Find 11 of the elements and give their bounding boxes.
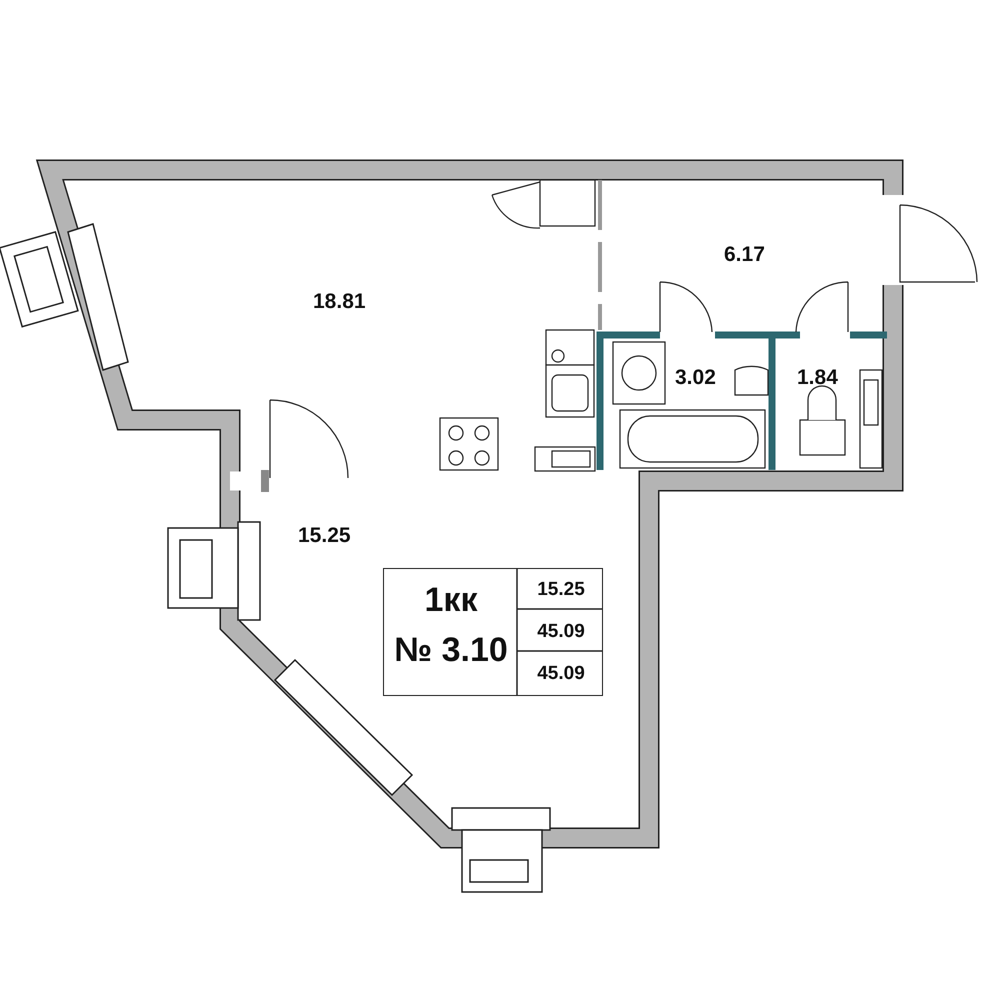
room-area-label: 6.17 bbox=[724, 243, 765, 267]
room-area-label: 3.02 bbox=[675, 366, 716, 390]
area-value: 15.25 bbox=[536, 579, 586, 601]
room-area-label: 15.25 bbox=[298, 524, 351, 548]
apartment-type: 1кк bbox=[424, 581, 478, 620]
room-area-label: 18.81 bbox=[313, 290, 366, 314]
apartment-info-table bbox=[383, 568, 603, 696]
apartment-number: № 3.10 bbox=[393, 631, 509, 670]
area-value: 45.09 bbox=[536, 621, 586, 643]
room-area-label: 1.84 bbox=[797, 366, 838, 390]
area-value: 45.09 bbox=[536, 663, 586, 685]
